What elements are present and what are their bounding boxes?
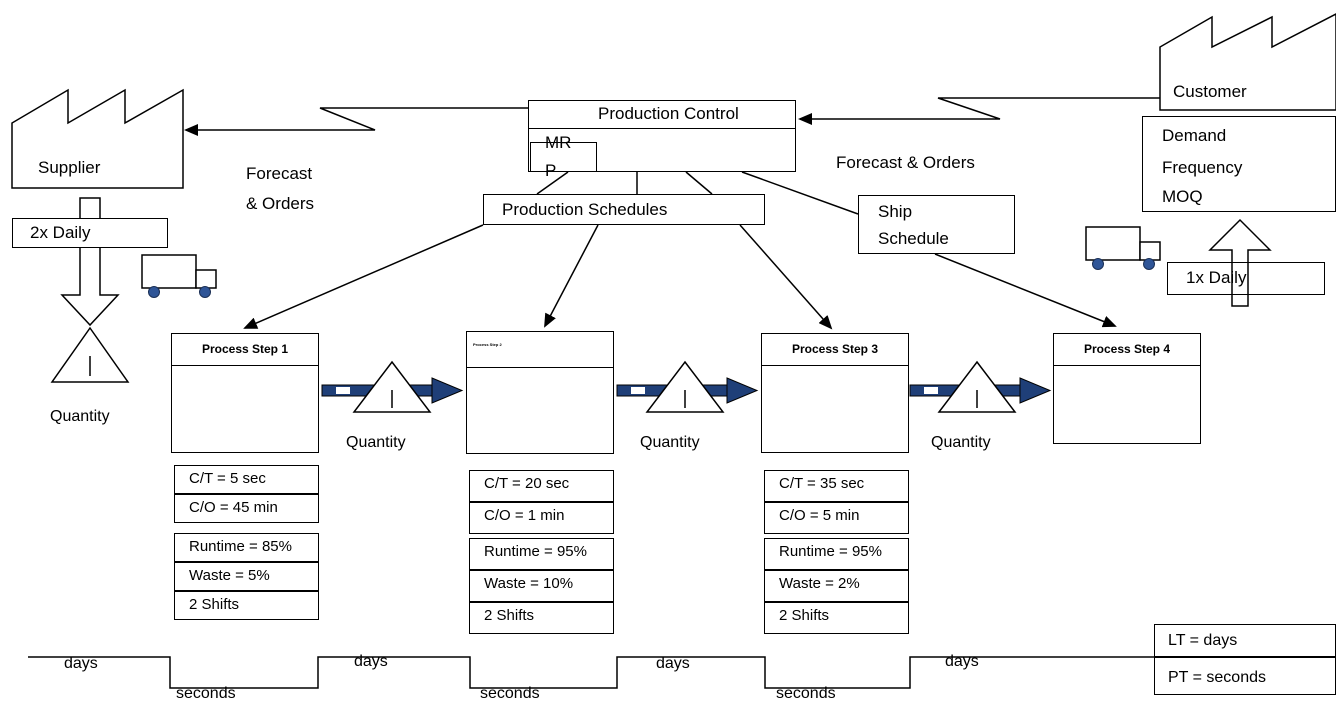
supplier-name: Supplier <box>38 158 101 177</box>
process-step-4-body <box>1053 366 1201 444</box>
ship-schedule-line2: Schedule <box>878 229 949 248</box>
mrp-label-line1: MR <box>545 133 572 152</box>
supplier-inventory-icon <box>50 326 130 383</box>
electronic-flow-to-supplier <box>184 107 528 136</box>
process-step-4-header: Process Step 4 <box>1053 333 1201 366</box>
process-step-1-body <box>171 366 319 453</box>
electronic-flow-from-customer <box>798 97 1160 125</box>
timeline-line <box>28 656 1336 689</box>
customer-truck-icon <box>1085 226 1161 270</box>
customer-requirement-2: Frequency <box>1162 158 1243 177</box>
supplier-delivery-box <box>12 218 168 248</box>
inventory-triangle-1 <box>352 360 432 413</box>
data-box-3-cycle-time: C/T = 35 sec <box>764 470 909 502</box>
customer-delivery-label: 1x Daily <box>1186 268 1247 287</box>
customer-delivery-box <box>1167 262 1325 295</box>
supplier-truck-icon <box>141 254 217 298</box>
forecast-left-line1: Forecast <box>246 164 313 183</box>
inventory-triangle-2 <box>645 360 725 413</box>
supplier-delivery-label: 2x Daily <box>30 223 91 242</box>
process-step-2-header: Process Step 2 <box>466 331 614 368</box>
inventory-label-3: Quantity <box>931 434 991 451</box>
ship-schedule-box <box>858 195 1015 254</box>
inventory-label-2: Quantity <box>640 434 700 451</box>
data-box-1-waste: Waste = 5% <box>174 562 319 591</box>
ship-schedule-line1: Ship <box>878 202 913 221</box>
customer-factory-icon <box>1159 13 1336 111</box>
timeline-seconds-1: seconds <box>176 685 236 702</box>
pc-to-schedule-line-1 <box>536 171 569 195</box>
data-box-3-waste: Waste = 2% <box>764 570 909 602</box>
timeline-seconds-2: seconds <box>480 685 540 702</box>
production-schedules-label: Production Schedules <box>502 200 668 219</box>
lead-time-label: LT = days <box>1168 632 1238 649</box>
process-step-1-header: Process Step 1 <box>171 333 319 366</box>
timeline-seconds-3: seconds <box>776 685 836 702</box>
process-step-3-header: Process Step 3 <box>761 333 909 366</box>
data-box-3-shifts: 2 Shifts <box>764 602 909 634</box>
mrp-label-line2: P <box>545 161 557 180</box>
supplier-shipment-arrow <box>60 197 120 327</box>
data-box-2-shifts: 2 Shifts <box>469 602 614 634</box>
forecast-right-label: Forecast & Orders <box>836 153 975 172</box>
lead-time-box <box>1154 624 1336 657</box>
data-box-3-changeover: C/O = 5 min <box>764 502 909 534</box>
data-box-2-cycle-time: C/T = 20 sec <box>469 470 614 502</box>
production-control-title-bar <box>528 100 796 129</box>
timeline-days-4: days <box>945 653 979 670</box>
data-box-1-changeover: C/O = 45 min <box>174 494 319 523</box>
data-box-2-changeover: C/O = 1 min <box>469 502 614 534</box>
data-box-1-runtime: Runtime = 85% <box>174 533 319 562</box>
mrp-box <box>530 142 597 172</box>
schedule-arrow-step3 <box>739 224 833 330</box>
data-box-1-cycle-time: C/T = 5 sec <box>174 465 319 494</box>
supplier-factory-icon <box>11 88 184 189</box>
data-box-2-waste: Waste = 10% <box>469 570 614 602</box>
schedule-arrow-step2 <box>544 224 599 328</box>
process-time-label: PT = seconds <box>1168 669 1266 686</box>
process-step-3-body <box>761 366 909 453</box>
customer-requirements-box <box>1142 116 1336 212</box>
customer-requirement-1: Demand <box>1162 126 1227 145</box>
pc-to-ship-line <box>741 171 859 215</box>
pc-to-schedule-line-3 <box>685 171 713 195</box>
forecast-left-line2: & Orders <box>246 194 315 213</box>
timeline-days-3: days <box>656 655 690 672</box>
production-control-title: Production Control <box>598 104 739 123</box>
ship-arrow-step4 <box>934 253 1117 328</box>
supplier-inventory-label: Quantity <box>50 408 110 425</box>
customer-name: Customer <box>1173 82 1247 101</box>
customer-shipment-arrow <box>1208 218 1272 307</box>
customer-requirement-3: MOQ <box>1162 187 1203 206</box>
process-step-2-body <box>466 368 614 454</box>
data-box-2-runtime: Runtime = 95% <box>469 538 614 570</box>
timeline-days-2: days <box>354 653 388 670</box>
timeline-days-1: days <box>64 655 98 672</box>
data-box-1-shifts: 2 Shifts <box>174 591 319 620</box>
data-box-3-runtime: Runtime = 95% <box>764 538 909 570</box>
inventory-label-1: Quantity <box>346 434 406 451</box>
schedule-arrow-step1 <box>243 224 484 329</box>
inventory-triangle-3 <box>937 360 1017 413</box>
production-schedules-box <box>483 194 765 225</box>
